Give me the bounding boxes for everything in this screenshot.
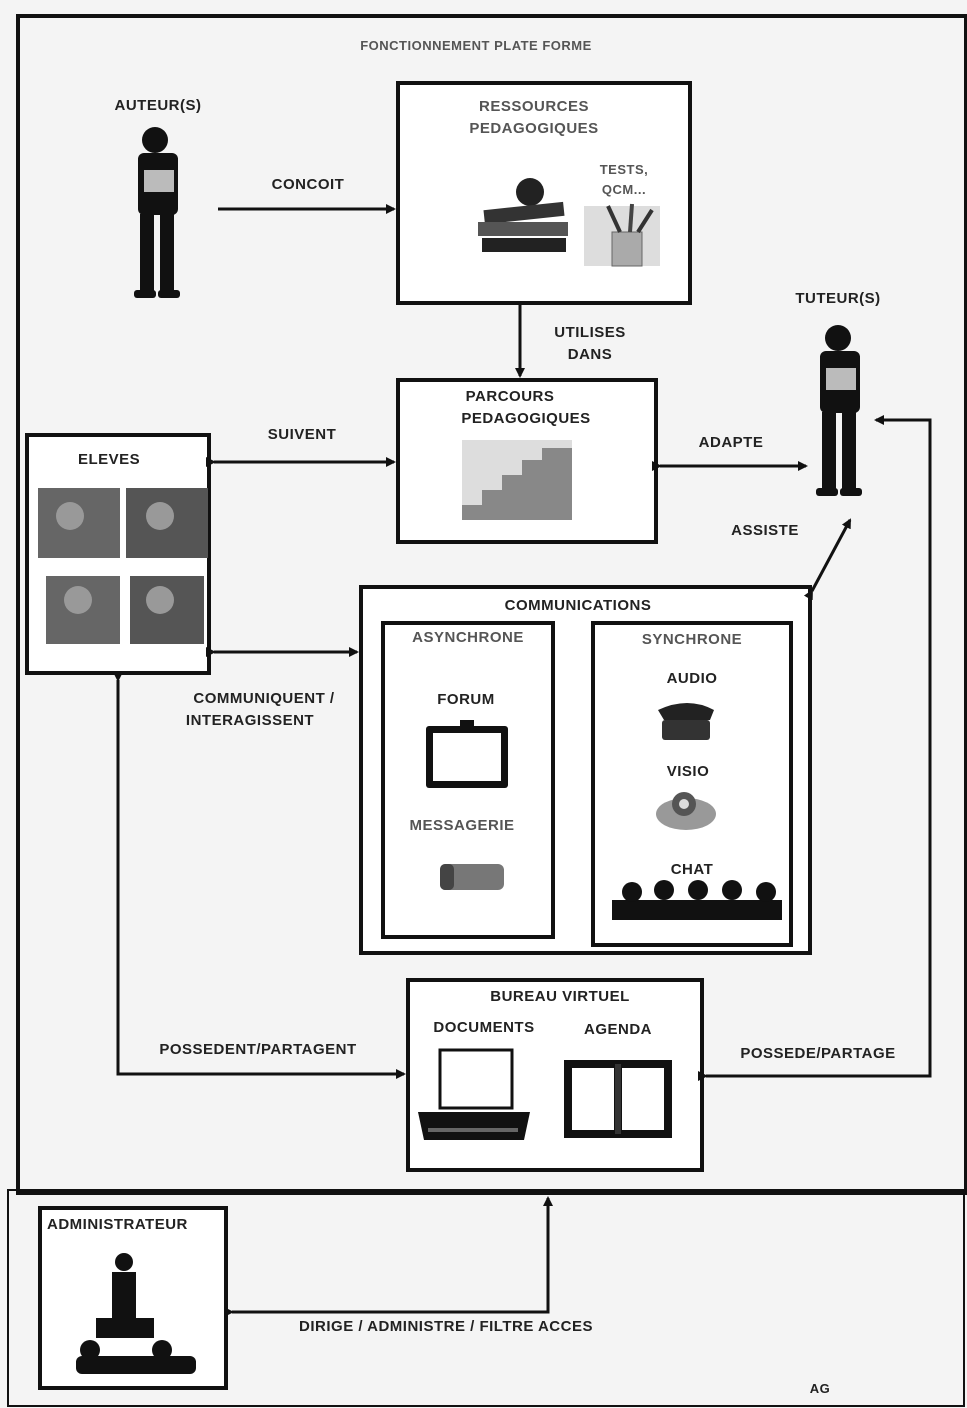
audio-label: AUDIO	[666, 670, 718, 687]
arrow-assiste	[803, 518, 852, 601]
students-images	[38, 488, 208, 644]
documents-label: DOCUMENTS	[433, 1019, 535, 1036]
agenda-icon	[564, 1060, 672, 1138]
diagram-title: FONCTIONNEMENT PLATE FORME	[360, 38, 592, 53]
adapte-label: ADAPTE	[698, 434, 764, 451]
agenda-label: AGENDA	[583, 1021, 653, 1038]
outer-frame	[7, 1189, 965, 1407]
staircase-icon	[462, 440, 572, 520]
tuteur-person-icon	[816, 325, 862, 496]
assiste-label: ASSISTE	[731, 522, 799, 539]
forum-board-icon	[426, 720, 508, 788]
utilises-label-line2: DANS	[567, 346, 613, 363]
ressources-title-line1: RESSOURCES	[478, 98, 590, 115]
possedent-label: POSSEDENT/PARTAGENT	[159, 1041, 357, 1058]
speaker-podium-icon	[76, 1253, 196, 1374]
laptop-icon	[418, 1048, 530, 1140]
video-camera-icon	[656, 792, 716, 830]
bureau-title: BUREAU VIRTUEL	[490, 988, 630, 1005]
ressources-box	[396, 81, 692, 305]
parcours-title-line2: PEDAGOGIQUES	[461, 410, 591, 427]
visio-label: VISIO	[666, 763, 710, 780]
pencil-cup-icon	[584, 203, 660, 267]
administrateur-label: ADMINISTRATEUR	[47, 1216, 188, 1233]
tuteurs-label: TUTEUR(S)	[795, 290, 881, 307]
synchrone-title: SYNCHRONE	[641, 631, 743, 648]
parcours-title-line1: PARCOURS	[465, 388, 555, 405]
communiquent-label-line2: INTERAGISSENT	[185, 712, 315, 729]
mailbox-icon	[440, 864, 504, 890]
eleves-label: ELEVES	[78, 451, 141, 468]
arrow-possedent	[113, 672, 406, 1079]
tests-label-line2: QCM...	[601, 182, 647, 197]
arrow-possede	[698, 415, 932, 1081]
auteurs-label: AUTEUR(S)	[114, 97, 202, 114]
signature-label: AG	[809, 1381, 831, 1396]
ressources-title-line2: PEDAGOGIQUES	[469, 120, 599, 137]
tests-label-line1: TESTS,	[599, 162, 649, 177]
chat-label: CHAT	[670, 861, 714, 878]
books-apple-icon	[478, 178, 568, 252]
communiquent-label-line1: COMMUNIQUENT /	[193, 690, 335, 707]
platform-frame	[16, 14, 967, 1195]
telephone-icon	[658, 703, 714, 740]
possede-label: POSSEDE/PARTAGE	[740, 1045, 896, 1062]
audience-icon	[612, 880, 782, 920]
messagerie-label: MESSAGERIE	[409, 817, 515, 834]
dirige-label: DIRIGE / ADMINISTRE / FILTRE ACCES	[299, 1318, 593, 1335]
forum-label: FORUM	[437, 691, 495, 708]
suivent-label: SUIVENT	[267, 426, 337, 443]
asynchrone-title: ASYNCHRONE	[412, 629, 524, 646]
auteur-person-icon	[134, 127, 180, 298]
utilises-label-line1: UTILISES	[554, 324, 626, 341]
arrow-dirige	[224, 1196, 553, 1317]
concoit-label: CONCOIT	[271, 176, 345, 193]
communications-title: COMMUNICATIONS	[504, 597, 652, 614]
